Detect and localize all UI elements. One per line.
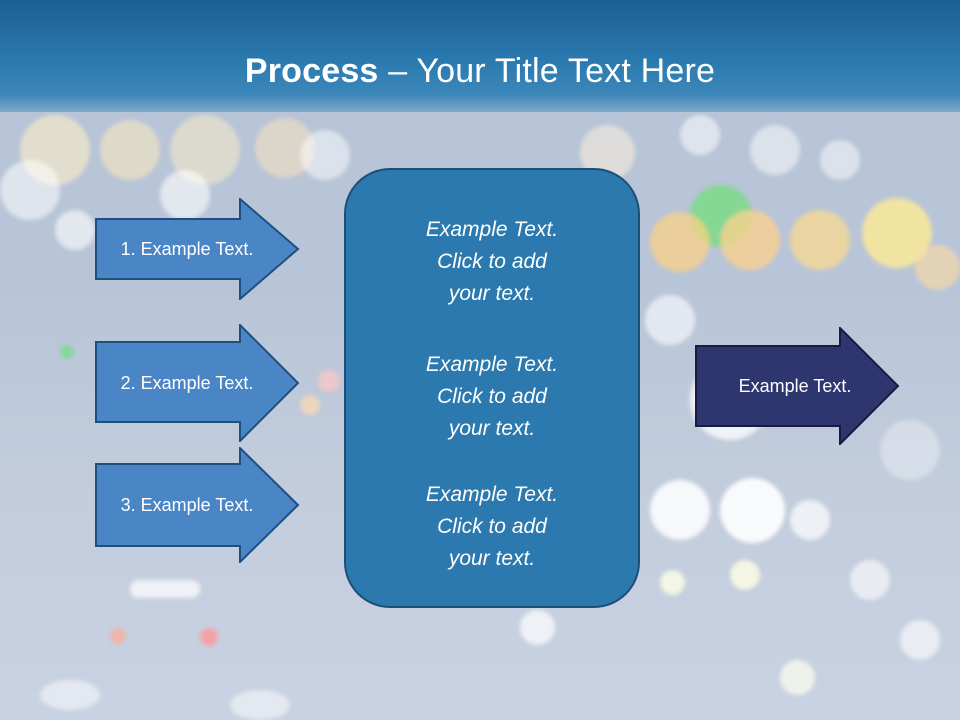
result-arrow[interactable]: Example Text. [695,327,900,445]
slide-title[interactable]: Process – Your Title Text Here [0,52,960,91]
title-rest: – Your Title Text Here [378,52,716,90]
paragraph-line: Example Text. [425,218,559,241]
title-bold: Process [244,52,379,90]
step-arrow-3[interactable]: 3. Example Text. [95,447,300,563]
paragraph-line: Example Text. [425,483,559,506]
paragraph-line: Click to add [437,515,547,538]
title-bar [0,0,960,112]
paragraph-line: your text. [448,282,536,305]
paragraph-line: your text. [448,547,536,570]
center-paragraph-1: Example Text. Click to add your text. [346,214,638,310]
paragraph-line: Click to add [437,385,547,408]
step-arrow-1-label: 1. Example Text. [120,238,254,259]
paragraph-line: Click to add [437,250,547,273]
step-arrow-2-label: 2. Example Text. [120,372,254,393]
paragraph-line: your text. [448,417,536,440]
result-arrow-label: Example Text. [738,375,852,396]
paragraph-line: Example Text. [425,353,559,376]
center-paragraph-2: Example Text. Click to add your text. [346,349,638,445]
center-text-box[interactable]: Example Text. Click to add your text. Ex… [344,168,640,608]
step-arrow-3-label: 3. Example Text. [120,494,254,515]
step-arrow-2[interactable]: 2. Example Text. [95,324,300,442]
step-arrow-1[interactable]: 1. Example Text. [95,198,300,300]
center-paragraph-3: Example Text. Click to add your text. [346,479,638,575]
